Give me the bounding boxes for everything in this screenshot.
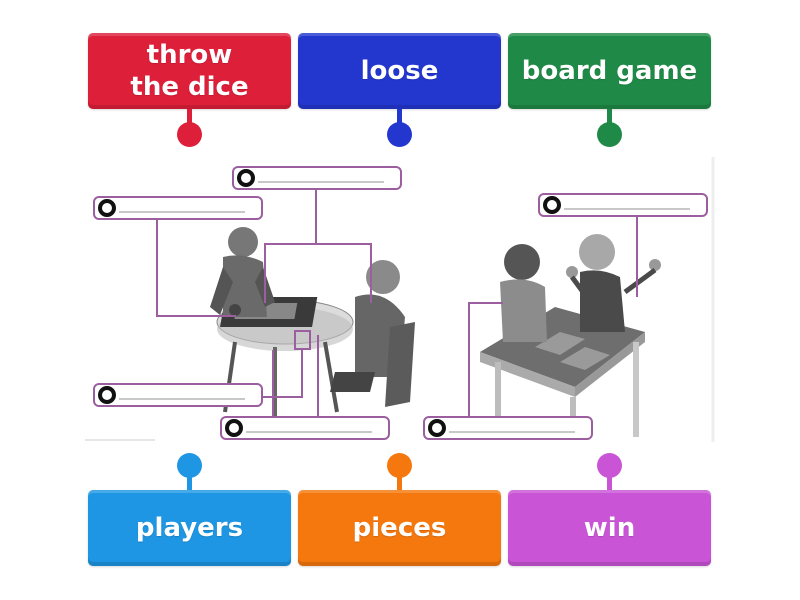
drop-zone-placeholder-line [258, 181, 384, 183]
drop-zone-4[interactable] [93, 383, 263, 407]
highlight-frame [294, 330, 311, 350]
connector-line [156, 315, 236, 317]
drop-zone-5[interactable] [220, 416, 390, 440]
connector-line [156, 220, 158, 317]
tile-pin-stem [397, 474, 402, 491]
drop-zone-ring-icon [225, 419, 243, 437]
tile-players[interactable]: players [88, 490, 291, 566]
tile-pin-dot [387, 453, 412, 478]
drop-zone-placeholder-line [246, 431, 372, 433]
tile-pin-dot [177, 453, 202, 478]
connector-line [260, 396, 303, 398]
drop-zone-placeholder-line [564, 208, 690, 210]
connector-line [272, 350, 274, 417]
drop-zone-ring-icon [98, 386, 116, 404]
tile-label: win [583, 513, 636, 543]
highlight-frame [264, 243, 372, 303]
connector-line [636, 217, 638, 297]
drop-zone-ring-icon [98, 199, 116, 217]
tile-pin-dot [597, 122, 622, 147]
drop-zone-placeholder-line [119, 398, 245, 400]
tile-pin-stem [187, 109, 192, 125]
drop-zone-3[interactable] [538, 193, 708, 217]
connector-line [317, 335, 319, 417]
drop-zone-2[interactable] [93, 196, 263, 220]
tile-label: pieces [352, 513, 447, 543]
tile-win[interactable]: win [508, 490, 711, 566]
tile-pin-dot [177, 122, 202, 147]
tile-label: loose [360, 56, 439, 86]
drop-zone-placeholder-line [449, 431, 575, 433]
connector-line [315, 190, 317, 245]
tile-pin-stem [187, 474, 192, 491]
drop-zone-ring-icon [237, 169, 255, 187]
connector-line [301, 350, 303, 398]
connector-line [468, 302, 470, 417]
tile-pin-dot [387, 122, 412, 147]
drop-zone-ring-icon [428, 419, 446, 437]
drop-zone-placeholder-line [119, 211, 245, 213]
tile-label: players [135, 513, 244, 543]
drop-zone-ring-icon [543, 196, 561, 214]
tile-label: board game [521, 56, 698, 86]
tile-pin-stem [607, 109, 612, 125]
drop-zone-1[interactable] [232, 166, 402, 190]
tile-pin-stem [397, 109, 402, 125]
board-game-illustration [85, 157, 715, 442]
tile-loose[interactable]: loose [298, 33, 501, 109]
tile-pin-dot [597, 453, 622, 478]
tile-pieces[interactable]: pieces [298, 490, 501, 566]
drop-zone-6[interactable] [423, 416, 593, 440]
tile-board-game[interactable]: board game [508, 33, 711, 109]
connector-line [468, 302, 503, 304]
tile-pin-stem [607, 474, 612, 491]
